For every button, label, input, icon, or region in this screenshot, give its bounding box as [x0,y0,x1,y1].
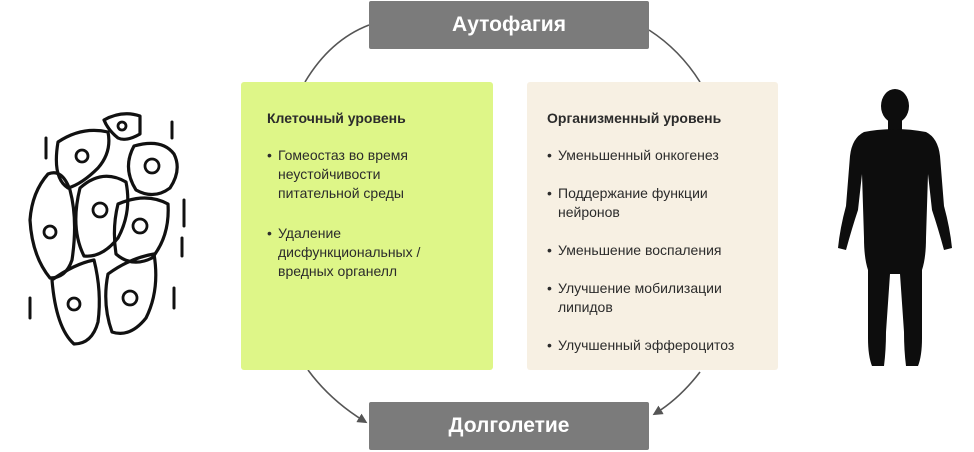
list-item: Улучшенный эффероцитоз [547,336,760,355]
arc-top-right [648,29,701,83]
cellular-level-panel: Клеточный уровень Гомеостаз во время неу… [241,82,493,370]
list-item: Уменьшенный онкогенез [547,146,760,165]
list-item: Поддержание функции нейронов [547,184,760,222]
autophagy-label: Аутофагия [369,1,649,49]
arc-top-left [304,24,370,83]
cellular-level-list: Гомеостаз во время неустойчивости питате… [267,146,475,281]
organismal-level-list: Уменьшенный онкогенез Поддержание функци… [547,146,760,355]
organismal-level-panel: Организменный уровень Уменьшенный онкоге… [527,82,778,370]
list-item: Удаление дисфункциональных / вредных орг… [267,224,475,281]
human-silhouette-icon [838,89,952,366]
list-item: Гомеостаз во время неустойчивости питате… [267,146,475,203]
cellular-level-title: Клеточный уровень [267,110,406,126]
organismal-level-title: Организменный уровень [547,110,722,126]
arc-bottom-left-arrow [307,369,368,424]
list-item: Уменьшение воспаления [547,241,760,260]
list-item: Улучшение мобилизации липидов [547,279,760,317]
longevity-label: Долголетие [369,402,649,450]
cells-icon [28,112,186,346]
arc-bottom-right-arrow [652,371,701,416]
